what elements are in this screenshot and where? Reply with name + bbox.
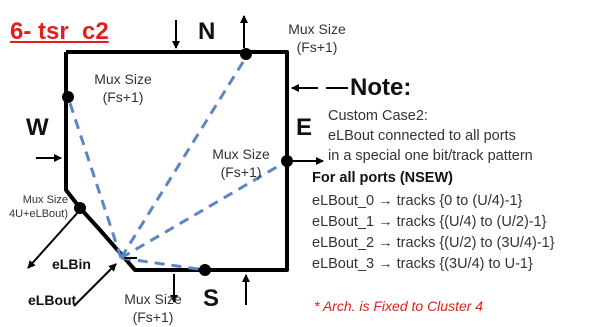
dot-east: [281, 155, 293, 167]
tile-outline: [64, 50, 289, 272]
dashed-to-west: [66, 96, 123, 259]
dashed-to-east: [120, 159, 288, 260]
dashed-connections: [66, 53, 288, 272]
dot-west: [62, 91, 74, 103]
dot-left-corner: [74, 202, 86, 214]
junction-dots: [62, 48, 293, 276]
dashed-to-south: [120, 256, 206, 272]
elbout-arrow: [27, 209, 81, 269]
port-arrows: [36, 15, 348, 305]
dashed-to-north: [119, 53, 250, 259]
elbin-arrow: [73, 263, 117, 307]
dot-north: [240, 48, 252, 60]
elb-arrows: [27, 209, 137, 307]
dot-south: [199, 264, 211, 276]
